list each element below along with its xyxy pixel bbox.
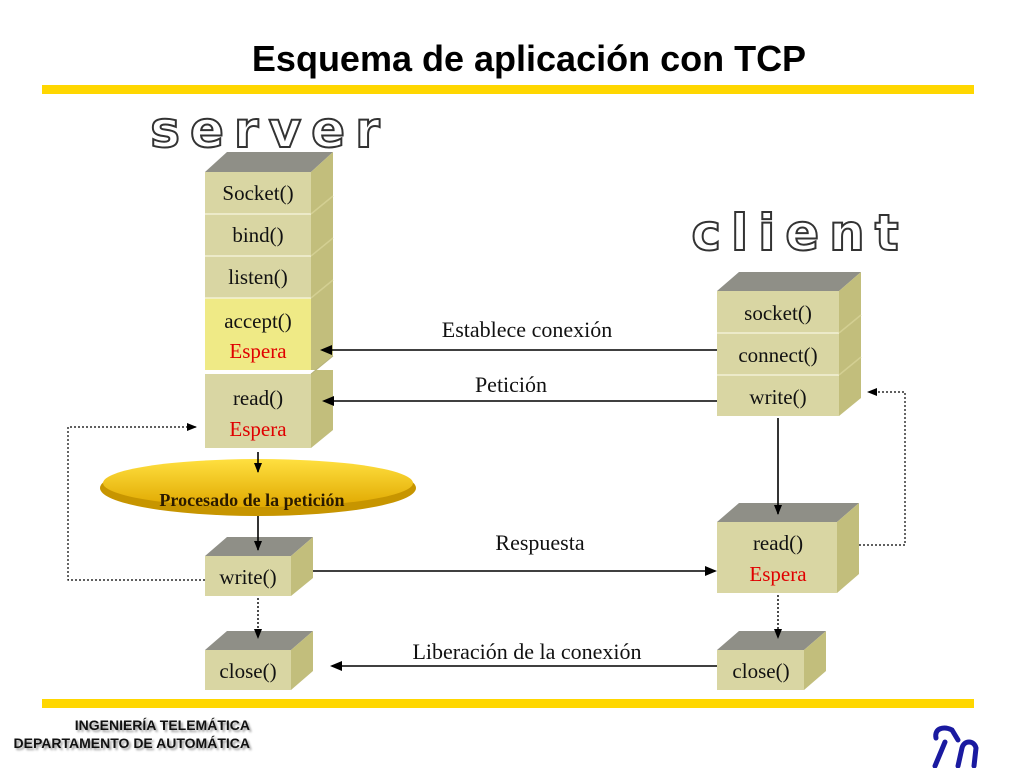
server-write-label: write() — [219, 565, 276, 589]
server-listen-box — [205, 256, 311, 298]
server-accept-box — [205, 298, 311, 370]
request-label: Petición — [475, 372, 547, 397]
response-label: Respuesta — [495, 530, 584, 555]
page-title: Esquema de aplicación con TCP — [251, 38, 807, 79]
client-socket-box — [717, 291, 839, 333]
tn-logo-icon — [932, 725, 979, 768]
server-read-label: read() — [233, 386, 283, 410]
processing-ellipse — [100, 459, 416, 516]
client-write-label: write() — [749, 385, 806, 409]
processing-label: Procesado de la petición — [159, 490, 344, 510]
server-write-box — [205, 537, 313, 596]
server-label: server — [150, 101, 390, 159]
server-read-box — [205, 374, 311, 448]
server-close-label: close() — [219, 659, 276, 683]
footer-line-2: DEPARTAMENTO DE AUTOMÁTICA — [13, 735, 250, 751]
client-stack — [717, 272, 862, 416]
server-listen-label: listen() — [228, 265, 287, 289]
client-socket-label: socket() — [744, 301, 812, 325]
server-close-box — [205, 631, 313, 690]
server-socket-label: Socket() — [222, 181, 293, 205]
server-bind-box — [205, 214, 311, 256]
server-socket-box — [205, 172, 311, 214]
release-label: Liberación de la conexión — [412, 639, 641, 664]
client-read-wait-label: Espera — [749, 562, 807, 586]
server-loop-arrow — [67, 423, 205, 581]
footer-line-1: INGENIERÍA TELEMÁTICA — [74, 717, 250, 733]
client-connect-label: connect() — [738, 343, 817, 367]
client-read-label: read() — [753, 531, 803, 555]
server-accept-label: accept() — [224, 309, 292, 333]
client-close-label: close() — [732, 659, 789, 683]
server-stack — [205, 152, 334, 448]
client-read-box — [717, 503, 859, 593]
client-loop-arrow — [859, 388, 906, 546]
bottom-divider — [42, 699, 974, 708]
client-connect-box — [717, 333, 839, 375]
server-read-wait-label: Espera — [229, 417, 287, 441]
client-close-box — [717, 631, 826, 690]
top-divider — [42, 85, 974, 94]
client-label: client — [691, 204, 908, 262]
server-accept-wait-label: Espera — [229, 339, 287, 363]
establish-label: Establece conexión — [442, 317, 612, 342]
server-bind-label: bind() — [232, 223, 283, 247]
client-write-box — [717, 375, 839, 416]
